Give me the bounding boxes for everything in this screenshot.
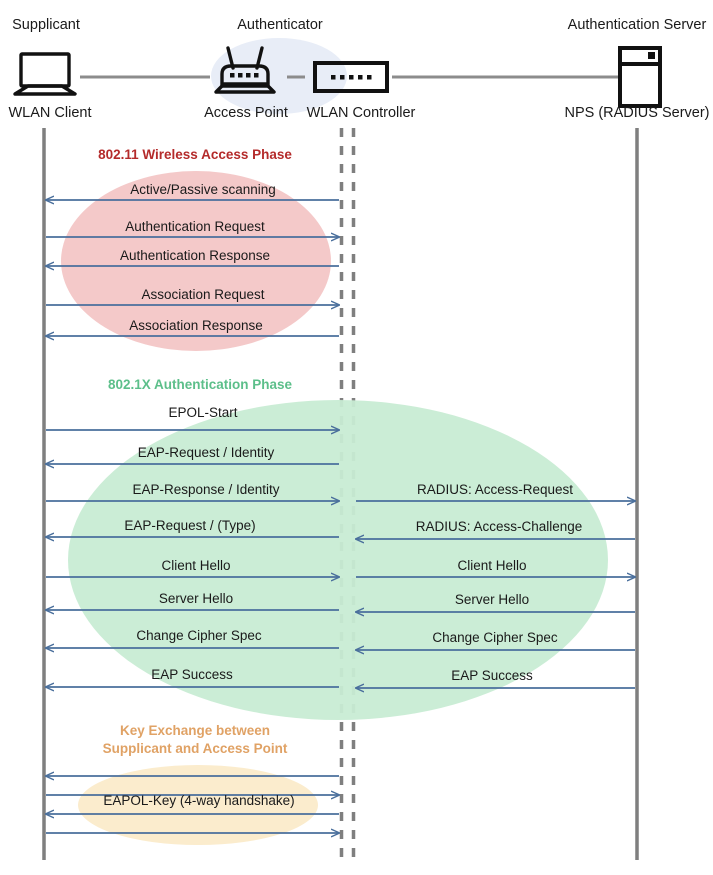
msg-label-client-hello-right: Client Hello xyxy=(457,558,527,573)
msg-label-eap-request-identity: EAP-Request / Identity xyxy=(137,445,275,460)
node-label-wlan-controller: WLAN Controller xyxy=(306,105,416,121)
msg-label-eap-success-left: EAP Success xyxy=(151,667,233,682)
msg-label-authentication-response: Authentication Response xyxy=(119,248,271,263)
phase-title-key-exchange-line2: Supplicant and Access Point xyxy=(102,741,288,757)
wlan-controller-icon xyxy=(313,61,389,93)
msg-label-client-hello-left: Client Hello xyxy=(161,558,231,573)
access-point-icon xyxy=(214,46,276,94)
msg-label-association-request: Association Request xyxy=(141,287,265,302)
role-label-authenticator: Authenticator xyxy=(237,17,323,33)
phase-title-dot1x-authentication: 802.1X Authentication Phase xyxy=(107,377,293,392)
msg-label-authentication-request: Authentication Request xyxy=(125,219,265,234)
access-point-leds xyxy=(230,73,259,78)
msg-label-server-hello-left: Server Hello xyxy=(158,591,234,606)
node-label-access-point: Access Point xyxy=(204,105,288,121)
msg-label-active-passive-scanning: Active/Passive scanning xyxy=(130,182,276,197)
node-label-nps-radius-server: NPS (RADIUS Server) xyxy=(564,105,710,121)
authenticator-zone xyxy=(211,38,347,114)
phase-title-wireless-access: 802.11 Wireless Access Phase xyxy=(98,147,292,162)
dot1x-phase-zone xyxy=(68,400,608,720)
phase-title-key-exchange: Key Exchange between Supplicant and Acce… xyxy=(80,722,310,758)
laptop-icon xyxy=(13,52,77,96)
node-label-wlan-client: WLAN Client xyxy=(8,105,92,121)
msg-label-eap-response-identity: EAP-Response / Identity xyxy=(132,482,280,497)
phase-title-key-exchange-line1: Key Exchange between xyxy=(119,723,271,738)
msg-label-eap-success-right: EAP Success xyxy=(451,668,533,683)
msg-label-radius-access-challenge: RADIUS: Access-Challenge xyxy=(415,519,583,534)
role-label-authentication-server: Authentication Server xyxy=(567,17,707,33)
key-phase-zone xyxy=(78,765,318,845)
left-message-arrows xyxy=(46,200,339,833)
msg-label-server-hello-right: Server Hello xyxy=(454,592,530,607)
server-icon xyxy=(618,46,662,108)
wireless-phase-zone xyxy=(61,171,331,351)
role-label-supplicant: Supplicant xyxy=(12,17,80,33)
msg-label-change-cipher-spec-right: Change Cipher Spec xyxy=(432,630,558,645)
msg-label-radius-access-request: RADIUS: Access-Request xyxy=(416,482,574,497)
right-message-arrows xyxy=(356,501,635,688)
msg-label-eap-request-type: EAP-Request / (Type) xyxy=(124,518,256,533)
msg-label-change-cipher-spec-left: Change Cipher Spec xyxy=(136,628,262,643)
msg-label-association-response: Association Response xyxy=(129,318,263,333)
msg-label-epol-start: EPOL-Start xyxy=(168,405,238,420)
msg-label-eapol-key-handshake: EAPOL-Key (4-way handshake) xyxy=(103,793,295,808)
